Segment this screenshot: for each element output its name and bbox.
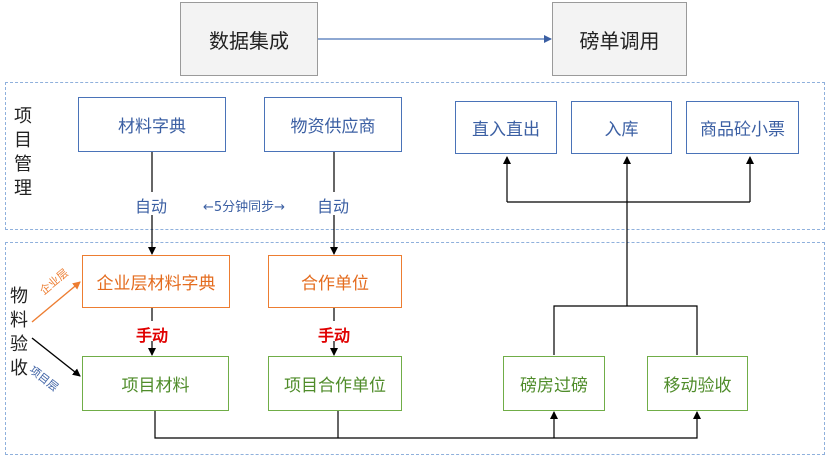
project-material-label: 项目材料 [121,376,190,396]
enterprise-layer-arrow [31,281,81,323]
enterprise-material-dictionary-box: 企业层材料字典 [82,255,230,308]
project-management-region [5,82,825,230]
mobile-acceptance-box: 移动验收 [647,356,748,411]
warehouse-in-box: 入库 [571,101,672,154]
project-management-label: 项 目 管 理 [14,106,32,199]
mobile-acceptance-label: 移动验收 [663,376,732,396]
direct-in-out-label: 直入直出 [472,120,540,140]
auto-label-right: 自动 [317,197,350,216]
weighbridge-box: 磅房过磅 [503,356,605,411]
project-partner-unit-label: 项目合作单位 [284,376,386,396]
acceptance-up-link [553,305,698,355]
project-layer-arrow [31,337,81,377]
weighbridge-label: 磅房过磅 [520,376,588,396]
direct-in-out-box: 直入直出 [455,101,557,154]
supplier-box: 物资供应商 [264,97,402,152]
weigh-ticket-call-box: 磅单调用 [552,2,687,76]
enterprise-material-dictionary-label: 企业层材料字典 [96,274,216,294]
manual-label-right: 手动 [318,326,351,345]
project-partner-unit-box: 项目合作单位 [268,356,402,411]
data-integration-box: 数据集成 [180,2,318,76]
partner-unit-label: 合作单位 [301,274,369,294]
supplier-label: 物资供应商 [290,117,376,137]
material-dictionary-box: 材料字典 [78,97,226,152]
weigh-ticket-call-label: 磅单调用 [579,28,660,53]
material-acceptance-region [5,242,825,455]
sync-interval-note: ←5分钟同步→ [203,200,286,215]
project-material-box: 项目材料 [82,356,229,411]
concrete-ticket-label: 商品砼小票 [700,120,785,140]
manual-label-left: 手动 [136,326,169,345]
partner-unit-box: 合作单位 [268,255,402,308]
bottom-bus-line [154,410,701,439]
concrete-ticket-box: 商品砼小票 [686,101,799,154]
material-dictionary-label: 材料字典 [118,117,186,137]
auto-label-left: 自动 [135,197,168,216]
warehouse-in-label: 入库 [604,120,639,140]
material-acceptance-label: 物 料 验 收 [10,286,28,379]
data-integration-label: 数据集成 [209,28,289,53]
